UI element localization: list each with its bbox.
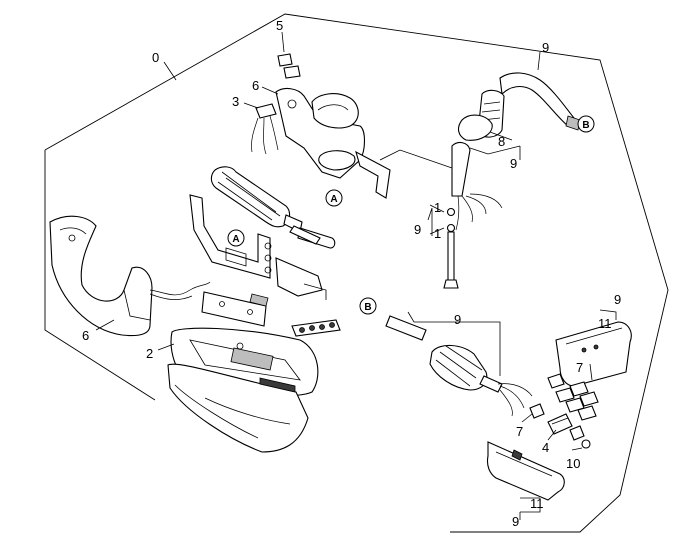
callout-7-lower: 7	[516, 424, 523, 439]
callout-9-right: 9	[614, 292, 621, 307]
marker-B-lower-label: B	[364, 302, 371, 313]
callout-10: 10	[566, 456, 580, 471]
marker-B-upper: B	[577, 115, 595, 133]
cord-part	[379, 141, 503, 231]
callout-1-upper: 1	[434, 200, 441, 215]
marker-B-upper-label: B	[582, 120, 589, 131]
terminal-contacts-part	[547, 373, 599, 421]
marker-A-lower: A	[227, 229, 245, 247]
plug-part	[289, 225, 321, 245]
bracket-part	[189, 194, 327, 300]
marker-B-lower: B	[359, 297, 377, 315]
handle-housing-part	[275, 87, 391, 199]
callout-1-lower: 1	[434, 226, 441, 241]
knob-part	[277, 53, 301, 79]
marker-A-upper-label: A	[330, 194, 337, 205]
callout-4: 4	[542, 440, 549, 455]
assembly-outline-left	[44, 150, 156, 401]
callout-3: 3	[232, 94, 239, 109]
callout-5: 5	[276, 18, 283, 33]
callout-7-upper: 7	[576, 360, 583, 375]
thermostat-plate-part	[201, 291, 269, 327]
callout-6-top: 6	[252, 78, 259, 93]
callout-9-mid: 9	[454, 312, 461, 327]
marker-A-lower-label: A	[232, 234, 239, 245]
fitting-parts	[529, 403, 591, 449]
rod-part	[443, 207, 459, 289]
callout-6-left: 6	[82, 328, 89, 343]
switch-part	[251, 103, 279, 155]
callout-9-grip: 9	[510, 156, 517, 171]
rear-cover-part	[49, 215, 211, 337]
hose-grip-part	[457, 72, 581, 141]
callout-9-rod: 9	[414, 222, 421, 237]
connector-housing-upper	[555, 321, 632, 387]
marker-A-upper: A	[325, 189, 343, 207]
callout-11-right: 11	[598, 316, 612, 331]
connector-housing-lower	[486, 441, 565, 501]
callout-9-bottom: 9	[512, 514, 519, 529]
callout-8: 8	[498, 134, 505, 149]
cord-guard-part	[385, 315, 533, 417]
terminal-block-part	[291, 319, 341, 337]
assembly-outline	[44, 13, 669, 533]
leader-lines	[95, 31, 617, 520]
callout-9-top: 9	[542, 40, 549, 55]
iron-body-part	[167, 327, 319, 453]
callout-0: 0	[152, 50, 159, 65]
callout-2: 2	[146, 346, 153, 361]
callout-11-bottom: 11	[530, 496, 544, 511]
